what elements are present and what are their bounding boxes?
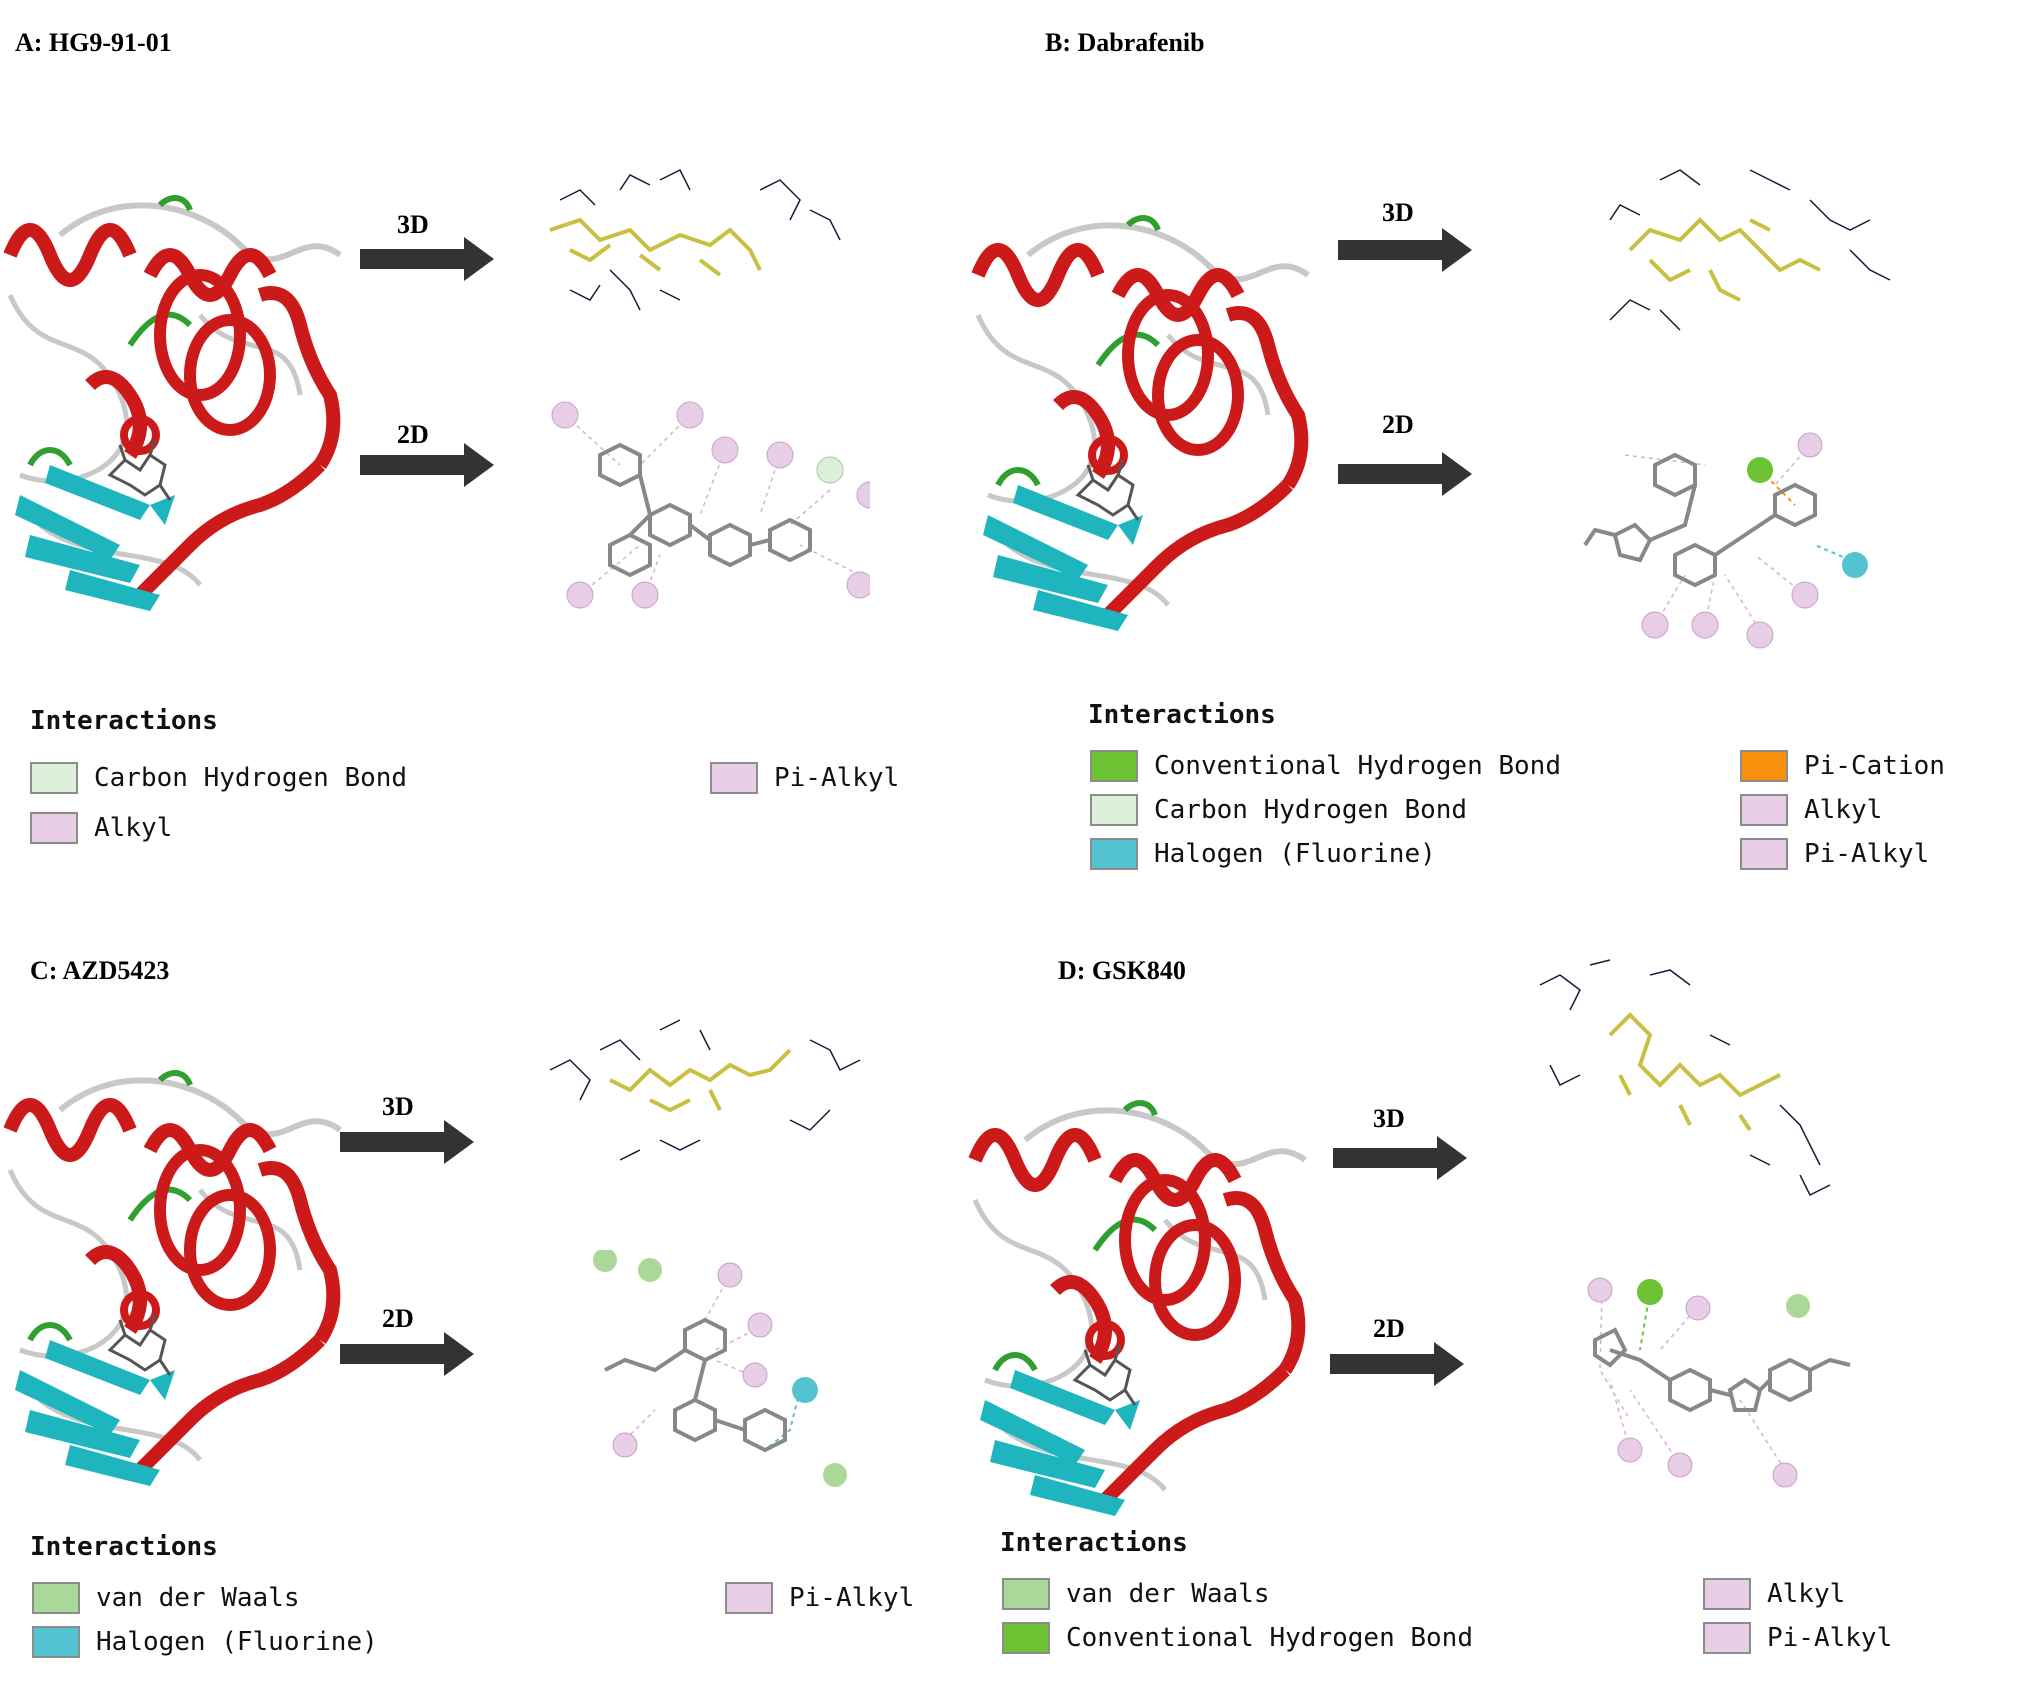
legend-swatch: [1740, 838, 1788, 870]
panel-c-legend-title: Interactions: [30, 1532, 218, 1562]
panel-c-3d-arrow-icon: [340, 1120, 474, 1164]
panel-d-protein-structure: [965, 1070, 1310, 1520]
panel-b-3d-label: 3D: [1382, 198, 1414, 227]
panel-a-protein-structure: [0, 165, 345, 615]
legend-item: Pi-Alkyl: [1703, 1620, 1892, 1656]
panel-b-title: B: Dabrafenib: [1045, 28, 1205, 57]
panel-d-3d-arrow-icon: [1333, 1136, 1467, 1180]
panel-c-3d-ligand-view: [549, 1019, 861, 1161]
panel-a-3d-ligand-view: [549, 168, 841, 311]
legend-item: Halogen (Fluorine): [32, 1624, 378, 1660]
legend-item: Conventional Hydrogen Bond: [1002, 1620, 1473, 1656]
legend-swatch: [32, 1582, 80, 1614]
legend-item: Carbon Hydrogen Bond: [1090, 792, 1467, 828]
panel-b-3d-arrow-icon: [1338, 228, 1472, 272]
panel-c-2d-arrow-icon: [340, 1332, 474, 1376]
panel-c-title: C: AZD5423: [30, 956, 170, 985]
panel-d-2d-interaction-map: [1587, 1277, 1851, 1488]
panel-c-3d-label: 3D: [382, 1092, 414, 1121]
legend-item: van der Waals: [1002, 1576, 1270, 1612]
panel-d-2d-arrow-icon: [1330, 1342, 1464, 1386]
legend-swatch: [1090, 750, 1138, 782]
legend-item: Pi-Alkyl: [710, 760, 899, 796]
panel-b-3d-ligand-view: [1609, 169, 1891, 331]
panel-a-title: A: HG9-91-01: [15, 28, 172, 57]
panel-d-3d-ligand-view: [1539, 959, 1831, 1197]
panel-b-2d-label: 2D: [1382, 410, 1414, 439]
panel-c-2d-interaction-map: [593, 1250, 847, 1487]
legend-swatch: [30, 812, 78, 844]
legend-item: Pi-Alkyl: [1740, 836, 1929, 872]
panel-d-2d-label: 2D: [1373, 1314, 1405, 1343]
legend-swatch: [725, 1582, 773, 1614]
panel-a-3d-arrow-icon: [360, 237, 494, 281]
legend-item: Halogen (Fluorine): [1090, 836, 1436, 872]
legend-swatch: [1002, 1578, 1050, 1610]
panel-b-legend-title: Interactions: [1088, 700, 1276, 730]
panel-a-legend-title: Interactions: [30, 706, 218, 736]
legend-item: Pi-Alkyl: [725, 1580, 914, 1616]
legend-swatch: [30, 762, 78, 794]
panel-d-legend-title: Interactions: [1000, 1528, 1188, 1558]
legend-item: Conventional Hydrogen Bond: [1090, 748, 1561, 784]
panel-b-protein-structure: [968, 185, 1313, 635]
legend-swatch: [1090, 838, 1138, 870]
panel-a-2d-label: 2D: [397, 420, 429, 449]
panel-a-2d-interaction-map: [551, 401, 870, 609]
legend-swatch: [32, 1626, 80, 1658]
legend-swatch: [1740, 750, 1788, 782]
legend-item: van der Waals: [32, 1580, 300, 1616]
legend-item: Carbon Hydrogen Bond: [30, 760, 407, 796]
panel-d-title: D: GSK840: [1058, 956, 1186, 985]
panel-c-protein-structure: [0, 1040, 345, 1490]
legend-swatch: [1703, 1622, 1751, 1654]
panel-c-2d-label: 2D: [382, 1304, 414, 1333]
panel-a-2d-arrow-icon: [360, 443, 494, 487]
panel-d-3d-label: 3D: [1373, 1104, 1405, 1133]
panel-b-2d-arrow-icon: [1338, 452, 1472, 496]
legend-swatch: [1002, 1622, 1050, 1654]
legend-swatch: [1090, 794, 1138, 826]
legend-item: Alkyl: [1740, 792, 1882, 828]
panel-a-3d-label: 3D: [397, 210, 429, 239]
legend-swatch: [1740, 794, 1788, 826]
legend-swatch: [1703, 1578, 1751, 1610]
legend-item: Pi-Cation: [1740, 748, 1945, 784]
legend-item: Alkyl: [30, 810, 172, 846]
legend-item: Alkyl: [1703, 1576, 1845, 1612]
panel-b-2d-interaction-map: [1583, 432, 1868, 649]
legend-swatch: [710, 762, 758, 794]
